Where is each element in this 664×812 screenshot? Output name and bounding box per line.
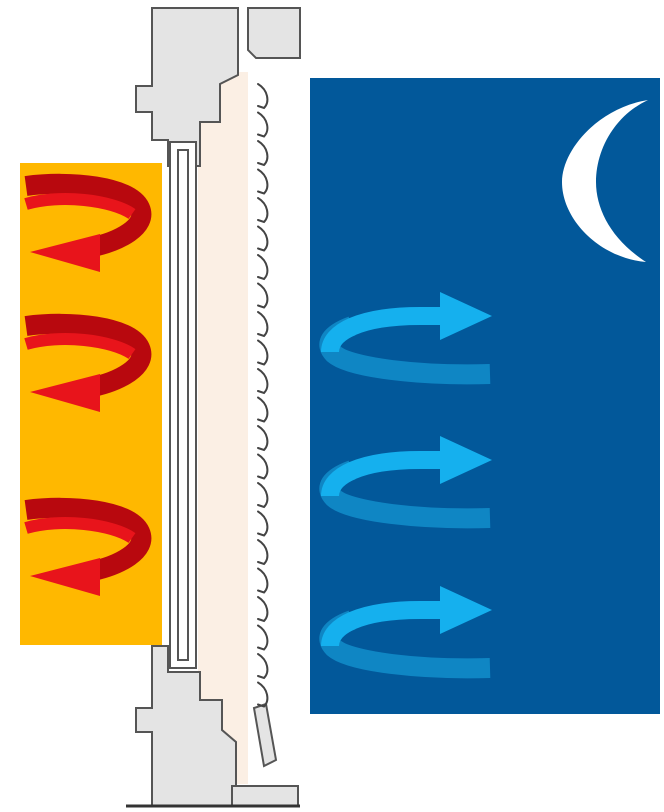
shutter-slat [257, 111, 269, 138]
shutter-slat [257, 339, 269, 366]
shutter-slat [257, 453, 269, 480]
shutter-air-gap [198, 72, 248, 784]
lower-frame-profile [135, 645, 237, 807]
shutter-slat [257, 225, 269, 252]
shutter-slat [257, 396, 269, 423]
cold-air-circulation-arrows [319, 292, 492, 679]
warm-circulation-arrow [24, 173, 152, 272]
warm-circulation-arrow [24, 497, 152, 596]
warm-circulation-arrow [24, 313, 152, 412]
crescent-moon-icon [562, 100, 648, 262]
shutter-slat [257, 596, 269, 623]
shutter-slat [257, 482, 269, 509]
shutter-slat [257, 140, 269, 167]
shutter-slat [257, 168, 269, 195]
shutter-slat [257, 653, 269, 680]
sill [231, 785, 299, 807]
shutter-slat [257, 311, 269, 338]
shutter-slat [257, 624, 269, 651]
shutter-slat [257, 254, 269, 281]
glazing-pane [177, 149, 189, 661]
shutter-slat [257, 368, 269, 395]
shutter-slat [257, 567, 269, 594]
cold-circulation-arrow [319, 436, 492, 529]
roller-shutter-slats [257, 83, 269, 708]
shutter-slat [257, 197, 269, 224]
shutter-slat [257, 510, 269, 537]
shutter-slat [257, 83, 269, 110]
shutter-slat [257, 425, 269, 452]
shutter-slat [257, 282, 269, 309]
cold-circulation-arrow [319, 292, 492, 385]
window-frame-cross-section [126, 7, 301, 808]
warm-air-circulation-arrows [24, 173, 152, 596]
shutter-slat [257, 681, 269, 708]
cold-circulation-arrow [319, 586, 492, 679]
shutter-guide-foot [252, 702, 278, 768]
shutter-slat [257, 539, 269, 566]
top-casing [247, 7, 301, 59]
upper-frame-profile [135, 7, 239, 167]
